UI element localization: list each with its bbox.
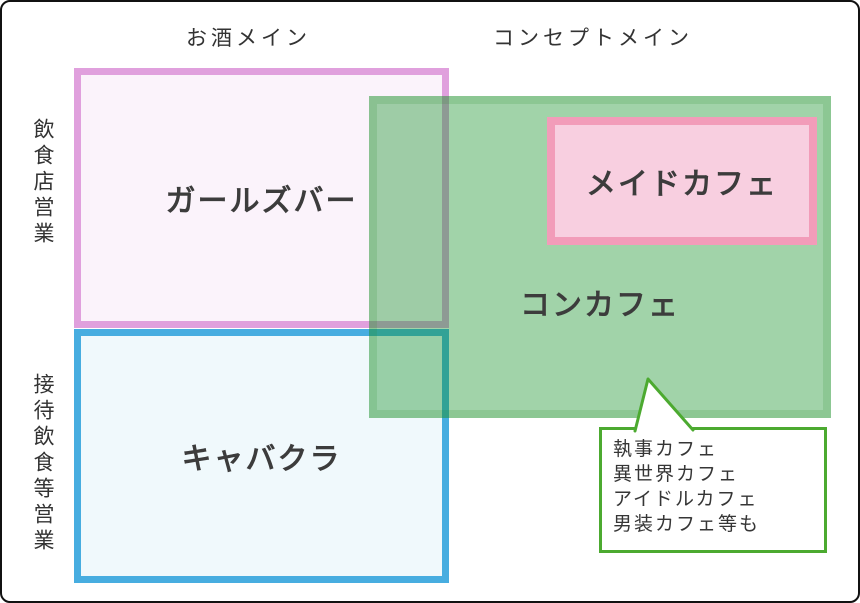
speech-bubble: 執事カフェ 異世界カフェ アイドルカフェ 男装カフェ等も bbox=[599, 427, 827, 553]
bubble-line: 執事カフェ bbox=[613, 439, 719, 460]
girls-bar-label: ガールズバー bbox=[165, 185, 358, 218]
girls-bar-box: ガールズバー bbox=[74, 68, 449, 328]
concafe-label: コンカフェ bbox=[520, 289, 680, 322]
kyabakura-label: キャバクラ bbox=[181, 443, 342, 476]
axis-label-restaurant-business: 飲食店営業 bbox=[31, 118, 54, 248]
axis-label-alcohol-main: お酒メイン bbox=[186, 27, 311, 50]
kyabakura-box: キャバクラ bbox=[74, 329, 449, 583]
bubble-line: アイドルカフェ bbox=[613, 489, 759, 510]
concafe-box: メイドカフェ コンカフェ bbox=[369, 96, 831, 418]
axis-label-entertainment-dining-business: 接待飲食等営業 bbox=[31, 373, 54, 555]
maid-cafe-label: メイドカフェ bbox=[586, 168, 778, 201]
maid-cafe-box: メイドカフェ bbox=[547, 117, 817, 245]
bubble-line: 異世界カフェ bbox=[613, 464, 740, 485]
bubble-line: 男装カフェ等も bbox=[613, 514, 761, 535]
axis-label-concept-main: コンセプトメイン bbox=[493, 27, 693, 50]
